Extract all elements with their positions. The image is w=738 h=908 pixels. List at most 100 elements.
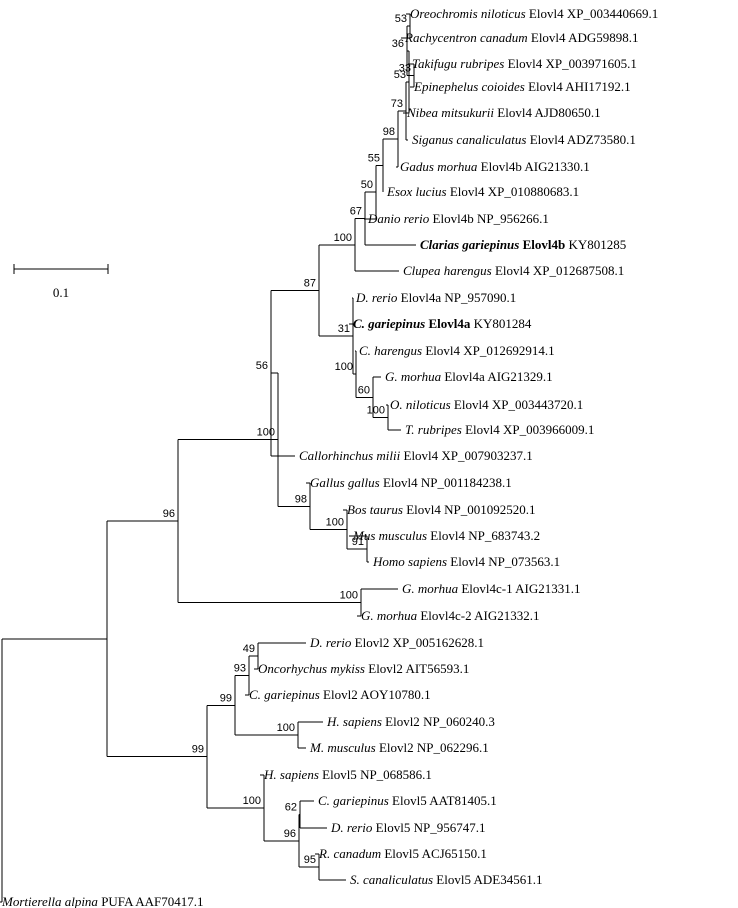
scale-bar-label: 0.1 — [53, 285, 69, 300]
taxon-species: M. musculus — [309, 740, 376, 755]
taxon-accession: AIG21330.1 — [522, 159, 590, 174]
taxon-label: Gadus morhua Elovl4b AIG21330.1 — [400, 159, 590, 174]
taxon-accession: NP_062296.1 — [414, 740, 489, 755]
taxon-accession: XP_012687508.1 — [530, 263, 625, 278]
taxon-label: T. rubripes Elovl4 XP_003966009.1 — [405, 422, 594, 437]
taxon-accession: AIG21332.1 — [472, 608, 540, 623]
bootstrap-value: 96 — [284, 828, 296, 840]
taxon-species: H. sapiens — [326, 714, 382, 729]
taxon-species: Homo sapiens — [372, 554, 447, 569]
taxon-accession: NP_068586.1 — [357, 767, 432, 782]
taxon-species: Epinephelus coioides — [413, 79, 525, 94]
taxon-gene: Elovl2 — [376, 740, 414, 755]
taxon-label: S. canaliculatus Elovl5 ADE34561.1 — [350, 872, 542, 887]
bootstrap-value: 100 — [335, 361, 353, 373]
taxon-label: D. rerio Elovl4a NP_957090.1 — [355, 290, 516, 305]
taxon-species: G. morhua — [361, 608, 418, 623]
taxon-gene: Elovl4 — [400, 448, 438, 463]
taxon-accession: ADZ73580.1 — [564, 132, 636, 147]
taxon-gene: Elovl5 — [319, 767, 357, 782]
taxon-accession: NP_956747.1 — [410, 820, 485, 835]
taxon-accession: NP_957090.1 — [441, 290, 516, 305]
taxon-accession: AJD80650.1 — [532, 105, 601, 120]
taxon-accession: NP_956266.1 — [474, 211, 549, 226]
bootstrap-value: 53 — [395, 13, 407, 25]
taxon-gene: Elovl4a — [425, 316, 471, 331]
bootstrap-value: 67 — [350, 206, 362, 218]
taxon-accession: AAF70417.1 — [133, 894, 204, 908]
taxon-accession: XP_003971605.1 — [542, 56, 637, 71]
taxon-accession: XP_005162628.1 — [389, 635, 484, 650]
taxon-species: Esox lucius — [386, 184, 447, 199]
taxon-label: Clarias gariepinus Elovl4b KY801285 — [420, 237, 626, 252]
bootstrap-values: 5333365373985550671001006010031875691100… — [163, 13, 411, 866]
bootstrap-value: 100 — [367, 405, 385, 417]
taxon-species: R. canadum — [318, 846, 381, 861]
taxon-gene: Elovl4b — [477, 159, 521, 174]
taxon-label: H. sapiens Elovl2 NP_060240.3 — [326, 714, 495, 729]
taxon-accession: XP_003966009.1 — [500, 422, 595, 437]
taxon-label: O. niloticus Elovl4 XP_003443720.1 — [390, 397, 583, 412]
bootstrap-value: 49 — [243, 643, 255, 655]
taxon-gene: Elovl4c-1 — [458, 581, 513, 596]
bootstrap-value: 99 — [220, 692, 232, 704]
taxon-species: T. rubripes — [405, 422, 462, 437]
taxon-label: C. harengus Elovl4 XP_012692914.1 — [359, 343, 555, 358]
taxon-label: Nibea mitsukurii Elovl4 AJD80650.1 — [406, 105, 601, 120]
taxon-accession: XP_012692914.1 — [460, 343, 555, 358]
taxon-species: Mus musculus — [352, 528, 427, 543]
taxon-label: R. canadum Elovl5 ACJ65150.1 — [318, 846, 487, 861]
taxon-gene: Elovl4c-2 — [417, 608, 472, 623]
bootstrap-value: 100 — [340, 590, 358, 602]
taxon-accession: AHI17192.1 — [563, 79, 631, 94]
taxon-accession: NP_001092520.1 — [441, 502, 536, 517]
taxon-gene: Elovl2 — [382, 714, 420, 729]
taxon-gene: Elovl4 — [526, 132, 564, 147]
taxon-species: Bos taurus — [347, 502, 403, 517]
bootstrap-value: 96 — [163, 508, 175, 520]
taxon-species: Siganus canaliculatus — [412, 132, 526, 147]
taxon-label: Rachycentron canadum Elovl4 ADG59898.1 — [404, 30, 639, 45]
taxon-gene: Elovl4 — [447, 184, 485, 199]
taxon-gene: Elovl4 — [525, 79, 563, 94]
taxon-gene: Elovl4b — [429, 211, 473, 226]
bootstrap-value: 33 — [399, 63, 411, 75]
bootstrap-value: 53 — [394, 69, 406, 81]
bootstrap-value: 60 — [358, 384, 370, 396]
bootstrap-value: 50 — [361, 179, 373, 191]
taxon-label: Danio rerio Elovl4b NP_956266.1 — [367, 211, 549, 226]
bootstrap-value: 98 — [383, 126, 395, 138]
bootstrap-value: 56 — [256, 360, 268, 372]
bootstrap-value: 93 — [234, 663, 246, 675]
bootstrap-value: 87 — [304, 277, 316, 289]
taxon-label: Clupea harengus Elovl4 XP_012687508.1 — [403, 263, 624, 278]
taxon-accession: NP_073563.1 — [485, 554, 560, 569]
taxon-accession: AIG21329.1 — [485, 369, 553, 384]
taxon-label: Siganus canaliculatus Elovl4 ADZ73580.1 — [412, 132, 636, 147]
bootstrap-value: 31 — [338, 323, 350, 335]
bootstrap-value: 100 — [277, 722, 295, 734]
taxon-accession: ADE34561.1 — [471, 872, 543, 887]
taxon-label: Bos taurus Elovl4 NP_001092520.1 — [347, 502, 536, 517]
taxon-species: S. canaliculatus — [350, 872, 433, 887]
taxon-label: Oreochromis niloticus Elovl4 XP_00344066… — [410, 6, 658, 21]
taxon-species: Gallus gallus — [310, 475, 380, 490]
bootstrap-value: 98 — [295, 493, 307, 505]
taxon-species: Takifugu rubripes — [412, 56, 504, 71]
bootstrap-value: 100 — [257, 427, 275, 439]
taxon-label: Homo sapiens Elovl4 NP_073563.1 — [372, 554, 560, 569]
taxon-species: D. rerio — [309, 635, 352, 650]
taxon-gene: PUFA — [98, 894, 134, 908]
taxon-gene: Elovl4a — [397, 290, 441, 305]
taxon-gene: Elovl4 — [528, 30, 566, 45]
taxon-label: Callorhinchus milii Elovl4 XP_007903237.… — [299, 448, 533, 463]
taxon-accession: KY801284 — [470, 316, 532, 331]
taxon-accession: XP_007903237.1 — [438, 448, 533, 463]
taxon-gene: Elovl4 — [526, 6, 564, 21]
taxon-species: Clupea harengus — [403, 263, 492, 278]
taxon-species: G. morhua — [385, 369, 442, 384]
taxon-gene: Elovl2 — [351, 635, 389, 650]
bootstrap-value: 100 — [243, 795, 261, 807]
taxon-species: D. rerio — [355, 290, 398, 305]
